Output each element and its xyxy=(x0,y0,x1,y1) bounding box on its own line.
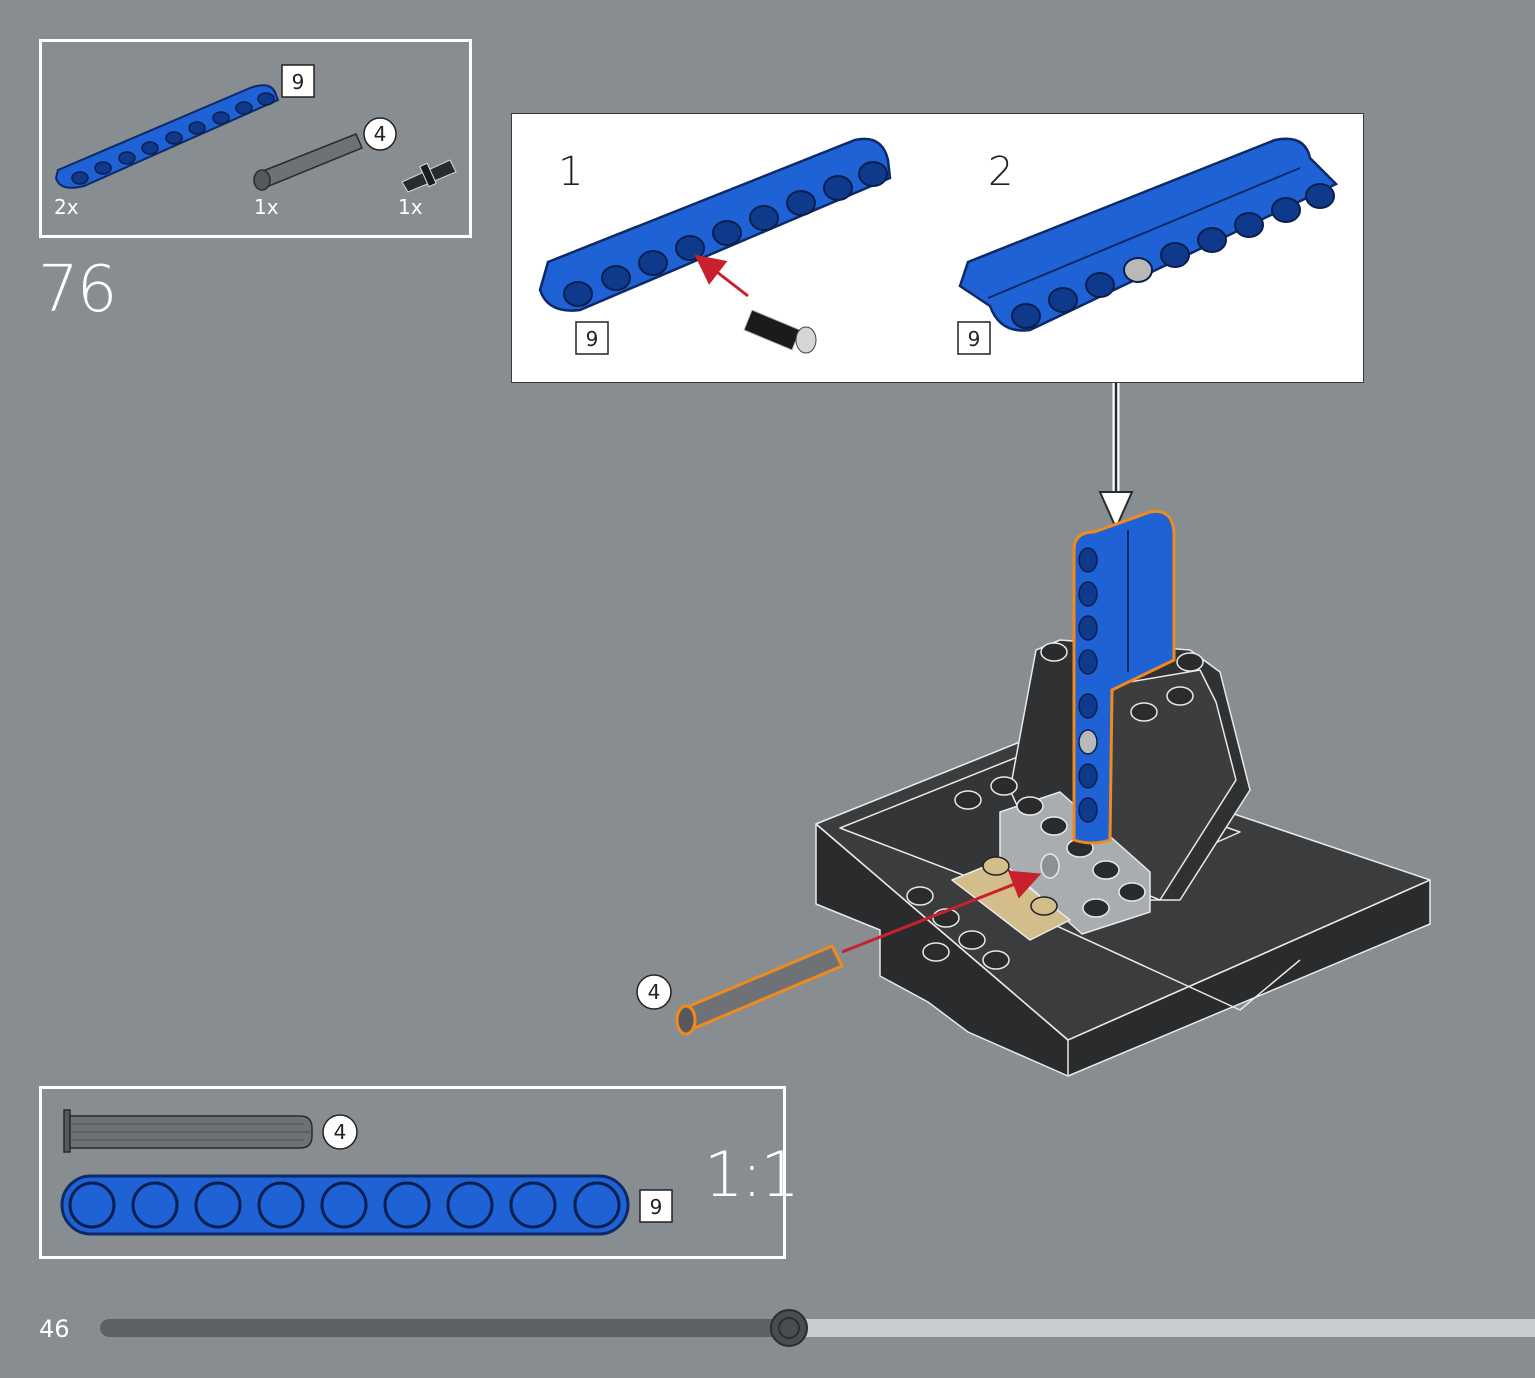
insert-arrow-sub-1 xyxy=(694,254,749,298)
sub-assembly-arrow xyxy=(1098,383,1134,531)
model-axle-insert xyxy=(675,944,845,1036)
progress-fill xyxy=(100,1319,789,1337)
svg-text:9: 9 xyxy=(968,327,981,351)
scale-axle-icon xyxy=(63,1109,313,1153)
scale-reference-box xyxy=(39,1086,786,1259)
length-callout-beam: 9 xyxy=(281,64,315,98)
length-callout-axle: 4 xyxy=(363,117,397,151)
progress-bar[interactable] xyxy=(100,1319,1535,1337)
step-number: 76 xyxy=(38,253,117,327)
parts-list-box xyxy=(39,39,472,238)
length-callout-sub-2: 9 xyxy=(957,321,991,355)
length-callout-sub-1: 9 xyxy=(575,321,609,355)
svg-text:9: 9 xyxy=(292,70,305,94)
part-quantity-pin: 1x xyxy=(398,195,423,219)
model-vertical-beam xyxy=(1072,509,1176,845)
svg-text:4: 4 xyxy=(334,1120,347,1144)
length-callout-scale-axle: 4 xyxy=(322,1114,358,1150)
sub-step-1-beam xyxy=(538,137,892,312)
svg-text:9: 9 xyxy=(586,327,599,351)
sub-step-1-pin xyxy=(743,309,817,354)
page-number: 46 xyxy=(39,1315,70,1343)
scale-label: 1:1 xyxy=(704,1138,800,1211)
insert-arrow-axle xyxy=(841,870,1042,954)
sub-step-number-1: 1 xyxy=(558,149,584,195)
progress-handle[interactable] xyxy=(769,1309,808,1347)
length-callout-main-axle: 4 xyxy=(636,974,672,1010)
svg-text:4: 4 xyxy=(374,122,387,146)
part-quantity-beam: 2x xyxy=(54,195,79,219)
pin-black-icon xyxy=(401,159,457,193)
scale-beam-icon xyxy=(60,1174,630,1236)
length-callout-scale-beam: 9 xyxy=(639,1189,673,1223)
sub-step-2-double-beam xyxy=(958,137,1339,332)
sub-step-number-2: 2 xyxy=(988,149,1014,195)
axle-4-gray-icon xyxy=(253,133,363,191)
svg-text:9: 9 xyxy=(650,1195,663,1219)
part-quantity-axle: 1x xyxy=(254,195,279,219)
svg-text:4: 4 xyxy=(648,980,661,1004)
beam-9-blue-icon xyxy=(54,84,280,189)
model-base xyxy=(815,639,1431,1077)
